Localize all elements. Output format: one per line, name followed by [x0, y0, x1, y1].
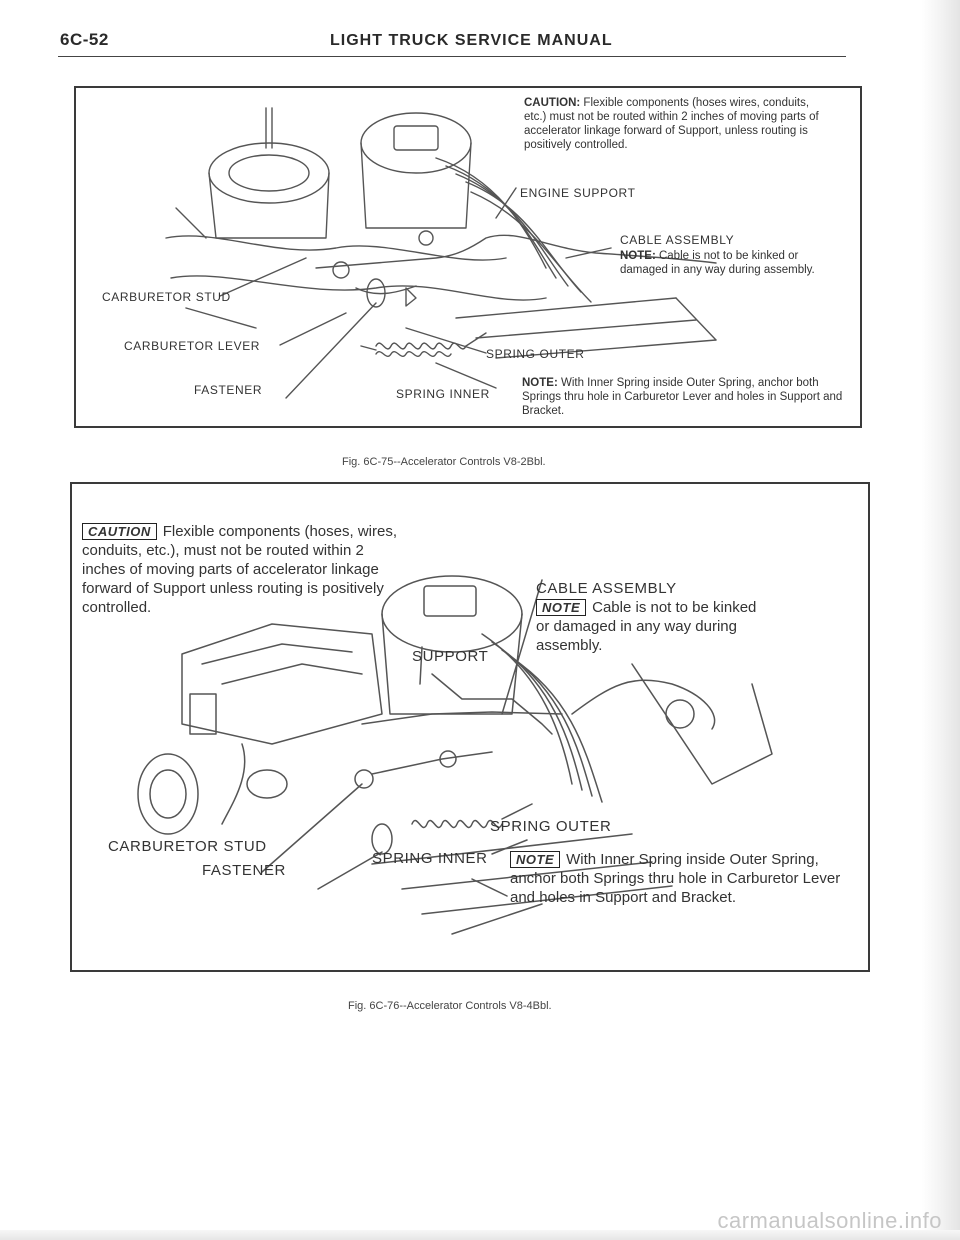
caution-tag: CAUTION [82, 523, 157, 540]
figure-caption-2bbl: Fig. 6C-75--Accelerator Controls V8-2Bbl… [342, 456, 546, 468]
page-bottom-edge [0, 1230, 960, 1240]
cable-note: NOTE: Cable is not to be kinked or damag… [620, 249, 820, 277]
cable-note-text: Cable is not to be kinked or damaged in … [536, 599, 757, 654]
caution-title: CAUTION: [524, 97, 581, 109]
label-support: SUPPORT [412, 648, 489, 665]
label-spring-outer: SPRING OUTER [490, 818, 612, 835]
figure-caption-4bbl: Fig. 6C-76--Accelerator Controls V8-4Bbl… [348, 1000, 552, 1012]
label-spring-inner: SPRING INNER [396, 387, 490, 401]
label-spring-inner: SPRING INNER [372, 850, 488, 867]
figure-2bbl: CAUTION: Flexible components (hoses wire… [74, 86, 862, 428]
label-carburetor-lever: CARBURETOR LEVER [124, 339, 261, 353]
spring-note-text: With Inner Spring inside Outer Spring, a… [510, 851, 841, 906]
spring-note-tag: NOTE [510, 851, 561, 868]
label-cable-assembly: CABLE ASSEMBLY [620, 233, 735, 247]
label-fastener: FASTENER [194, 383, 263, 397]
cable-note-tag: NOTE [536, 599, 587, 616]
label-carburetor-stud: CARBURETOR STUD [102, 290, 231, 304]
label-fastener: FASTENER [202, 862, 286, 879]
label-carburetor-stud: CARBURETOR STUD [108, 838, 267, 855]
caution-text: Flexible components (hoses wires, condui… [524, 97, 819, 151]
cable-note-title: NOTE: [620, 250, 656, 262]
accelerator-controls-2bbl-illustration [165, 107, 717, 399]
accelerator-controls-4bbl-illustration [137, 575, 773, 935]
header-divider [58, 56, 846, 57]
caution-note: CAUTION: Flexible components (hoses wire… [524, 96, 824, 152]
cable-note-text: Cable is not to be kinked or damaged in … [620, 250, 815, 276]
spring-note-text: With Inner Spring inside Outer Spring, a… [522, 377, 843, 417]
page-code: 6C-52 [60, 30, 109, 49]
caution-text: Flexible components (hoses, wires, condu… [82, 523, 397, 616]
spring-note: NOTE: With Inner Spring inside Outer Spr… [522, 376, 852, 418]
spring-note-title: NOTE: [522, 377, 558, 389]
label-spring-outer: SPRING OUTER [486, 347, 585, 361]
watermark: carmanualsonline.info [717, 1208, 942, 1233]
label-engine-support: ENGINE SUPPORT [520, 186, 636, 200]
manual-title: LIGHT TRUCK SERVICE MANUAL [330, 32, 613, 49]
label-cable-assembly: CABLE ASSEMBLY [536, 580, 677, 597]
